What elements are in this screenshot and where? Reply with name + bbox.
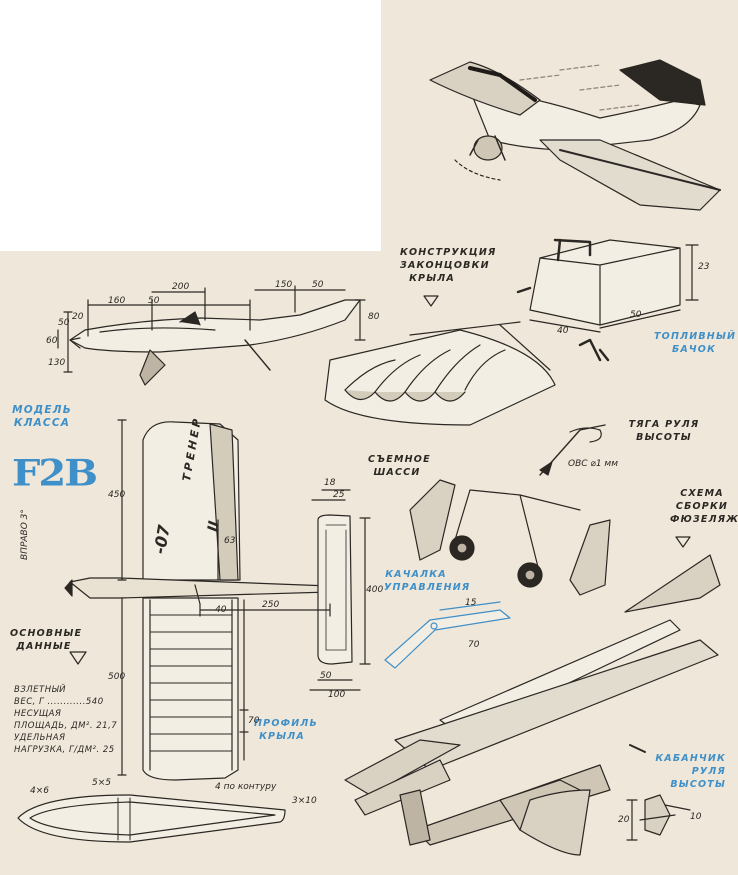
dim-crank-70: 70	[468, 640, 480, 650]
label-wingtip-2: ЗАКОНЦОВКИ	[400, 260, 490, 271]
label-assembly: СХЕМА СБОРКИ ФЮЗЕЛЯЖА	[670, 487, 738, 526]
label-gear: СЪЕМНОЕ ШАССИ	[368, 453, 431, 479]
dim-side-160: 160	[108, 296, 126, 306]
dim-side-20: 20	[72, 312, 84, 322]
landing-gear	[409, 479, 611, 596]
title-line2: КЛАССА	[13, 417, 71, 429]
label-assembly-1: СХЕМА	[680, 488, 724, 499]
wing-profile	[17, 794, 286, 843]
dim-side-150: 150	[275, 280, 293, 290]
label-profile-1: ПРОФИЛЬ	[254, 718, 318, 729]
dim-plan-63: 63	[224, 536, 236, 546]
label-gear-2: ШАССИ	[373, 467, 421, 478]
dim-tank-40: 40	[557, 326, 569, 336]
dim-plan-100: 100	[328, 690, 346, 700]
dim-plan-40: 40	[215, 605, 227, 615]
dim-horn-20: 20	[618, 815, 630, 825]
dim-plan-50: 50	[320, 671, 332, 681]
label-basic-2: ДАННЫЕ	[16, 641, 72, 652]
dim-crank-15: 15	[465, 598, 477, 608]
label-wingtip-3: КРЫЛА	[409, 273, 455, 284]
dim-side-50a: 50	[148, 296, 160, 306]
dim-tank-50: 50	[630, 310, 642, 320]
right-thrust-label: ВПРАВО 3°	[20, 509, 30, 560]
elevator-horn	[626, 794, 691, 841]
label-model-class: МОДЕЛЬ КЛАССА	[10, 404, 74, 430]
spec-weight-row: ВЕС, Г ............540	[14, 697, 104, 707]
triangle-basic	[69, 651, 87, 665]
dim-plan-70: 70	[248, 716, 260, 726]
spec-load-row: НАГРУЗКА, Г/ДМ². 25	[14, 745, 115, 755]
label-assembly-2: СБОРКИ	[675, 501, 729, 512]
dim-prof-5x5: 5×5	[92, 778, 111, 788]
label-bellcrank: КАЧАЛКА УПРАВЛЕНИЯ	[384, 568, 471, 594]
label-horn-3: ВЫСОТЫ	[670, 779, 726, 790]
elevator-rod	[539, 424, 606, 476]
fuselage-assembly	[344, 554, 721, 856]
dim-plan-250: 250	[262, 600, 280, 610]
spec-load-label: УДЕЛЬНАЯ	[14, 733, 66, 743]
label-gear-1: СЪЕМНОЕ	[368, 454, 431, 465]
label-elevator-rod-2: ВЫСОТЫ	[636, 432, 692, 443]
dim-side-80: 80	[368, 312, 380, 322]
class-title: F2B	[12, 452, 98, 495]
label-horn-2: РУЛЯ	[691, 766, 726, 777]
label-fuel-tank-1: ТОПЛИВНЫЙ	[654, 331, 737, 342]
blank-corner	[0, 0, 381, 251]
spec-weight-label: ВЗЛЕТНЫЙ	[14, 685, 66, 695]
dim-side-60: 60	[46, 336, 58, 346]
rod-spec: ОВС ⌀1 мм	[568, 459, 618, 469]
dim-side-50b: 50	[312, 280, 324, 290]
title-line1: МОДЕЛЬ	[12, 404, 72, 416]
wingtip-structure	[324, 321, 556, 426]
label-basic: ОСНОВНЫЕ ДАННЫЕ	[10, 627, 83, 653]
label-horn-1: КАБАНЧИК	[655, 753, 726, 764]
spec-area-row: ПЛОЩАДЬ, ДМ². 21,7	[14, 721, 118, 731]
dim-plan-18: 18	[324, 478, 336, 488]
label-wingtip-1: КОНСТРУКЦИЯ	[400, 247, 497, 258]
plan-view	[64, 419, 371, 781]
label-elevator-rod: ТЯГА РУЛЯ ВЫСОТЫ	[628, 418, 700, 444]
dim-side-200: 200	[172, 282, 190, 292]
side-view	[57, 285, 366, 386]
aircraft-3d-view	[429, 59, 721, 211]
label-assembly-3: ФЮЗЕЛЯЖА	[670, 514, 738, 525]
label-horn: КАБАНЧИК РУЛЯ ВЫСОТЫ	[652, 752, 726, 791]
label-profile-2: КРЫЛА	[259, 731, 305, 742]
dim-plan-500: 500	[108, 672, 126, 682]
triangle-assembly	[675, 536, 691, 548]
label-fuel-tank: ТОПЛИВНЫЙ БАЧОК	[654, 330, 737, 356]
bellcrank	[384, 601, 511, 669]
dim-prof-4x6: 4×6	[30, 786, 49, 796]
label-bellcrank-1: КАЧАЛКА	[385, 569, 447, 580]
spec-area-label: НЕСУЩАЯ	[14, 709, 62, 719]
label-basic-1: ОСНОВНЫЕ	[10, 628, 83, 639]
specs-block: ВЗЛЕТНЫЙ ВЕС, Г ............540 НЕСУЩАЯ …	[14, 684, 144, 756]
dim-plan-450: 450	[108, 490, 126, 500]
dim-side-130: 130	[48, 358, 66, 368]
fuel-tank	[516, 238, 699, 362]
label-wingtip: КОНСТРУКЦИЯ ЗАКОНЦОВКИ КРЫЛА	[400, 246, 497, 285]
dim-prof-3x10: 3×10	[292, 796, 317, 806]
dim-side-50c: 50	[58, 318, 70, 328]
label-profile: ПРОФИЛЬ КРЫЛА	[254, 717, 318, 743]
dim-horn-10: 10	[690, 812, 702, 822]
label-fuel-tank-2: БАЧОК	[671, 344, 717, 355]
dim-prof-4: 4 по контуру	[215, 782, 277, 792]
dim-plan-25: 25	[333, 490, 345, 500]
dim-plan-400: 400	[366, 585, 384, 595]
dim-tank-23: 23	[698, 262, 710, 272]
triangle-wingtip	[423, 295, 439, 307]
label-elevator-rod-1: ТЯГА РУЛЯ	[628, 419, 700, 430]
label-bellcrank-2: УПРАВЛЕНИЯ	[384, 582, 471, 593]
